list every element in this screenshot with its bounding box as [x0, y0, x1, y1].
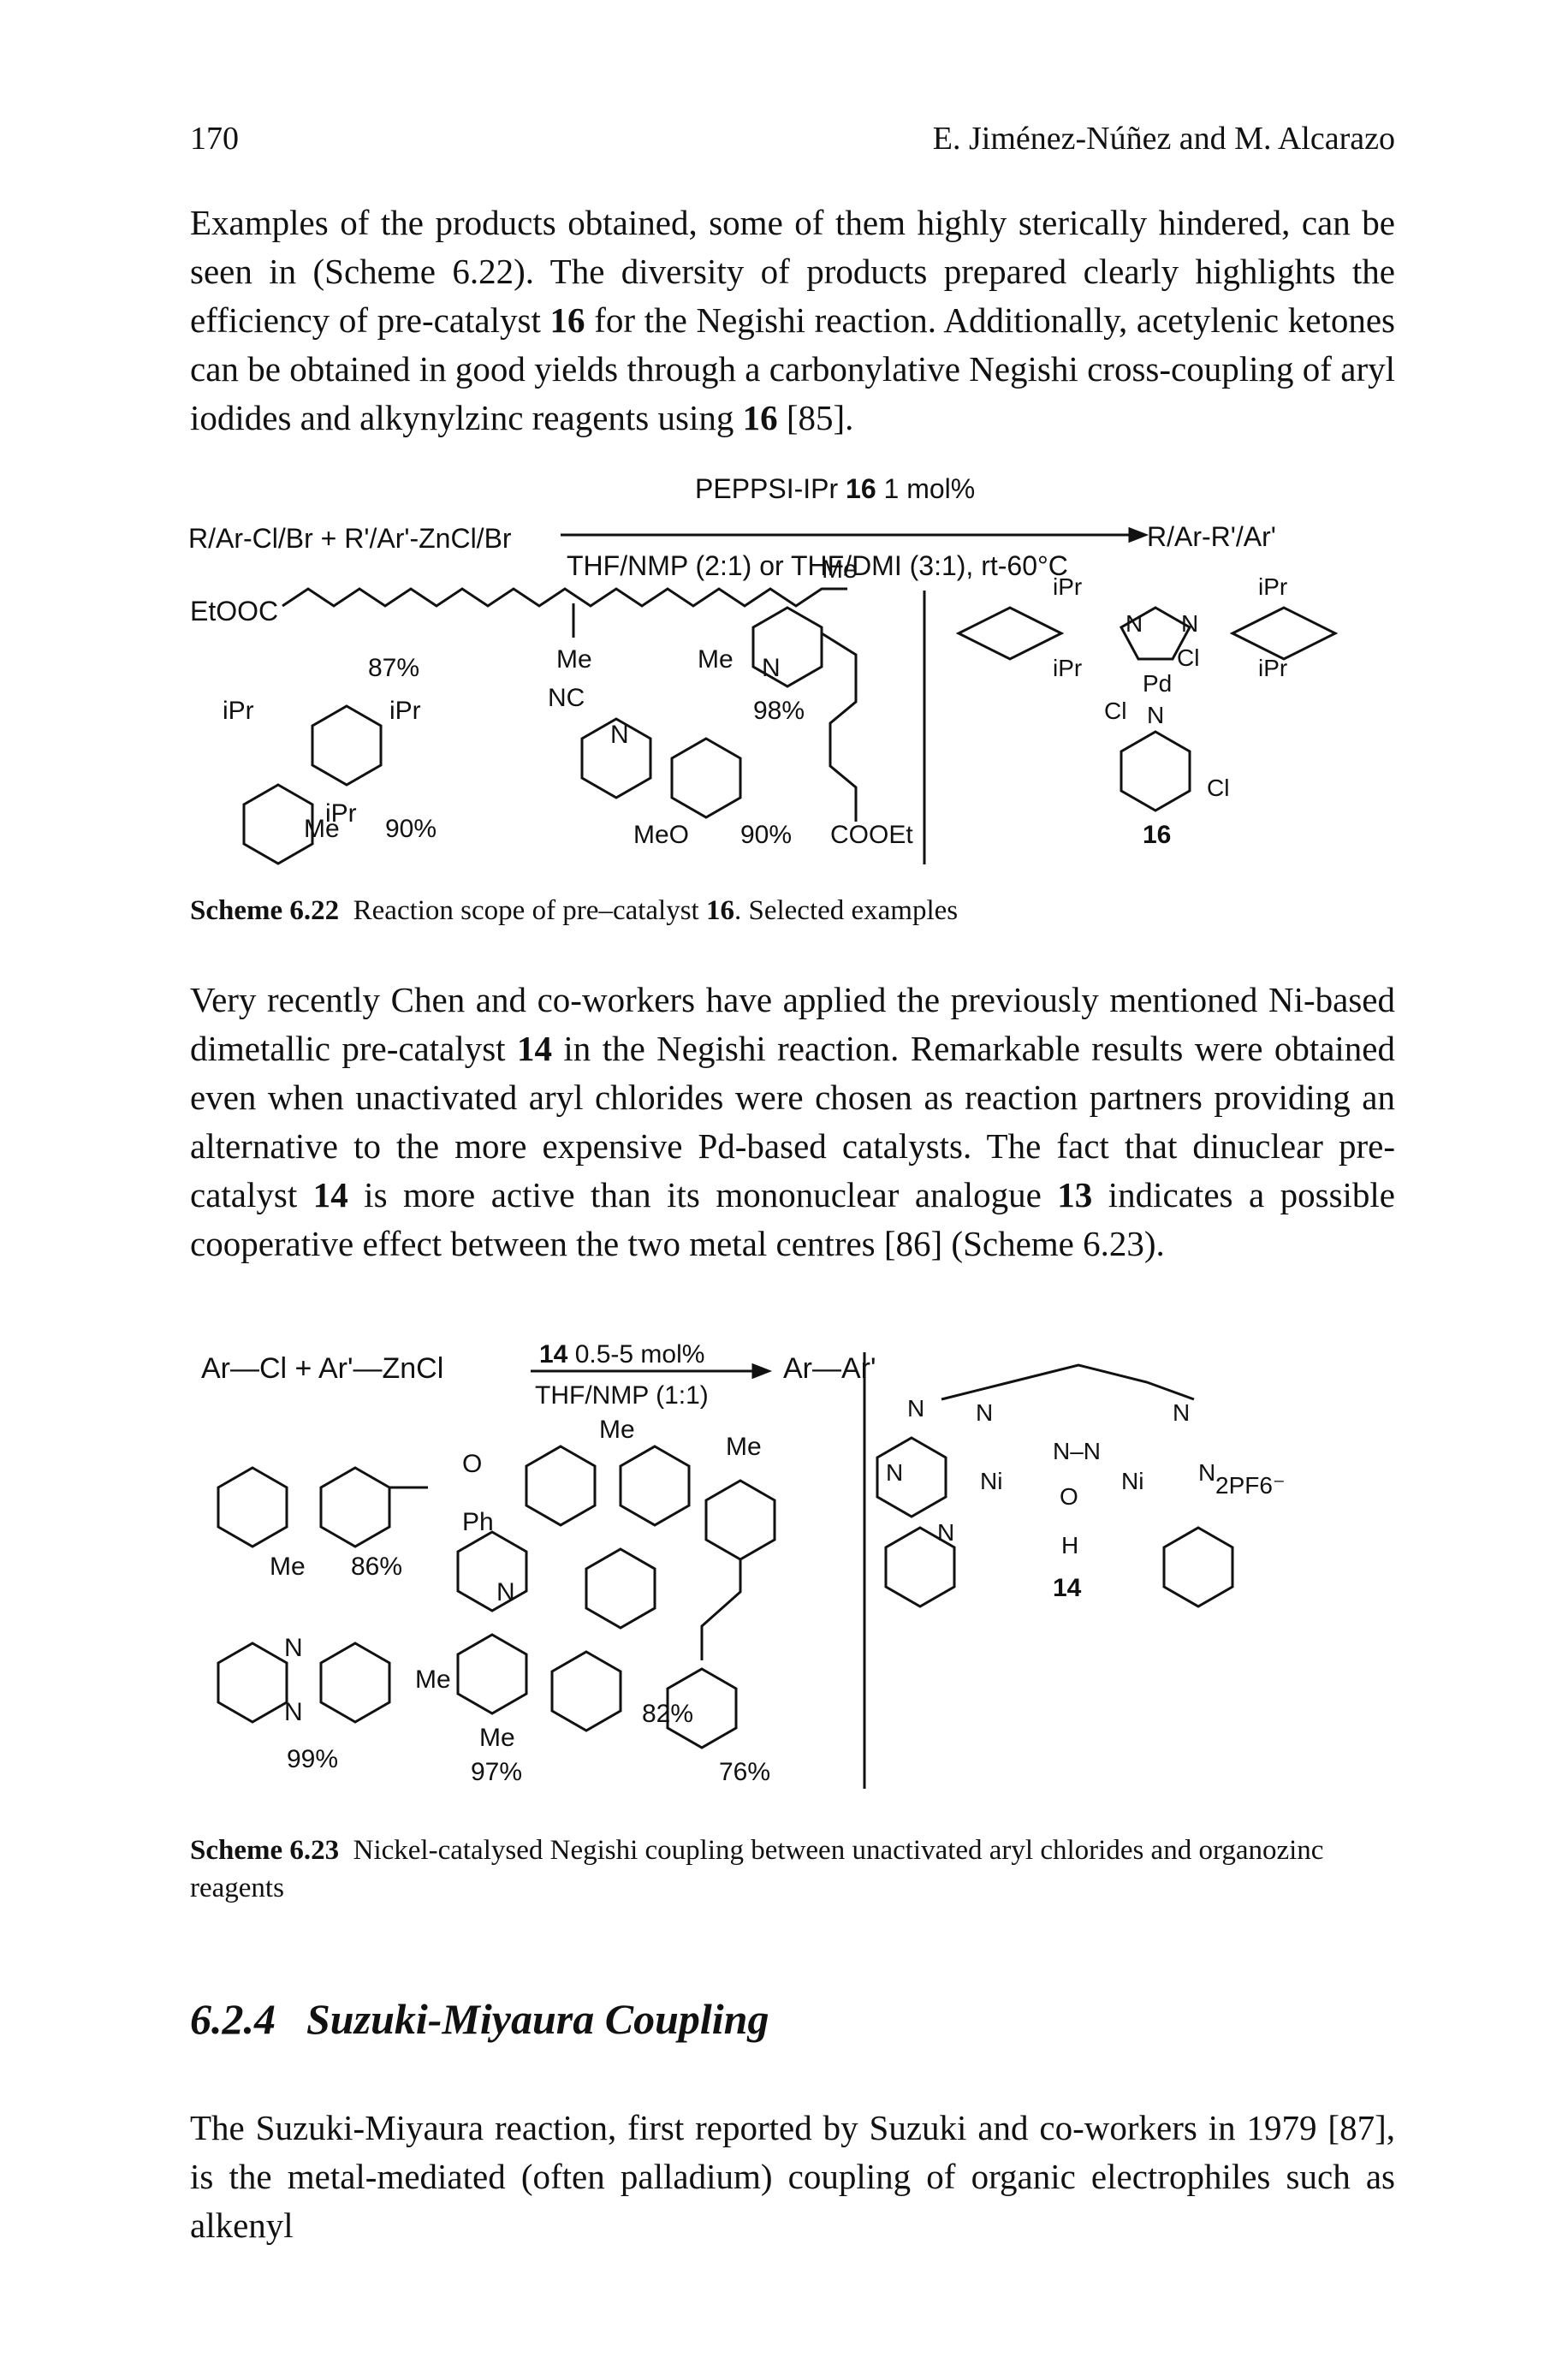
svg-text:Me: Me: [270, 1553, 306, 1581]
svg-text:Me: Me: [822, 555, 858, 584]
svg-text:N: N: [1126, 610, 1143, 637]
svg-text:COOEt: COOEt: [830, 821, 913, 849]
svg-text:O: O: [462, 1450, 482, 1478]
svg-text:97%: 97%: [471, 1758, 522, 1786]
page-number: 170: [190, 121, 239, 157]
svg-text:NC: NC: [548, 684, 585, 712]
svg-text:O: O: [1060, 1483, 1078, 1510]
scheme-6-22: R/Ar-Cl/Br + R'/Ar'-ZnCl/Br PEPPSI-IPr 1…: [188, 473, 1339, 865]
svg-text:iPr: iPr: [389, 697, 421, 725]
svg-text:N: N: [762, 654, 781, 682]
svg-text:Ph: Ph: [462, 1508, 494, 1536]
svg-text:Me: Me: [726, 1433, 762, 1461]
svg-text:N: N: [284, 1698, 303, 1726]
svg-text:90%: 90%: [740, 821, 792, 849]
reactants-text: Ar—Cl + Ar'—ZnCl: [201, 1352, 443, 1385]
svg-text:N: N: [284, 1634, 303, 1662]
caption-scheme-6-23: Scheme 6.23 Nickel-catalysed Negishi cou…: [190, 1835, 1324, 1903]
svg-text:iPr: iPr: [1258, 573, 1287, 600]
conditions-bottom: THF/NMP (2:1) or THF/DMI (3:1), rt-60°C: [567, 550, 1068, 581]
svg-text:iPr: iPr: [1053, 573, 1082, 600]
svg-text:98%: 98%: [753, 697, 805, 725]
paragraph-3: The Suzuki-Miyaura reaction, first repor…: [190, 2108, 1395, 2245]
svg-text:2PF6⁻: 2PF6⁻: [1215, 1472, 1286, 1499]
svg-text:Me: Me: [599, 1416, 635, 1444]
running-title: E. Jiménez-Núñez and M. Alcarazo: [932, 121, 1395, 157]
svg-text:Me: Me: [304, 815, 340, 843]
svg-text:Me: Me: [479, 1724, 515, 1752]
svg-text:Cl: Cl: [1207, 775, 1229, 801]
svg-text:N: N: [886, 1459, 903, 1486]
caption-scheme-6-22: Scheme 6.22 Reaction scope of pre–cataly…: [190, 895, 959, 926]
svg-text:Ni: Ni: [1121, 1468, 1143, 1494]
svg-text:H: H: [1061, 1532, 1078, 1559]
svg-text:Ni: Ni: [980, 1468, 1002, 1494]
svg-text:86%: 86%: [351, 1553, 402, 1581]
svg-text:N: N: [1181, 610, 1198, 637]
paragraph-1: Examples of the products obtained, some …: [190, 203, 1395, 437]
svg-text:Me: Me: [556, 645, 592, 674]
svg-text:Pd: Pd: [1143, 670, 1172, 697]
svg-text:14: 14: [1053, 1574, 1082, 1602]
svg-text:99%: 99%: [287, 1745, 338, 1773]
svg-text:90%: 90%: [385, 815, 437, 843]
svg-text:Me: Me: [415, 1665, 451, 1694]
svg-text:N: N: [1198, 1459, 1215, 1486]
svg-text:16: 16: [1143, 821, 1171, 849]
svg-text:87%: 87%: [368, 654, 419, 682]
svg-text:iPr: iPr: [325, 799, 357, 828]
svg-text:Me: Me: [698, 645, 734, 674]
reactants-text: R/Ar-Cl/Br + R'/Ar'-ZnCl/Br: [188, 523, 512, 554]
svg-text:N: N: [976, 1399, 993, 1426]
svg-text:N: N: [1147, 702, 1164, 728]
svg-text:N: N: [1173, 1399, 1190, 1426]
scheme-6-23: Ar—Cl + Ar'—ZnCl 14 0.5-5 mol% THF/NMP (…: [201, 1340, 1286, 1789]
svg-text:EtOOC: EtOOC: [190, 596, 278, 626]
svg-text:iPr: iPr: [1053, 655, 1082, 681]
paragraph-2: Very recently Chen and co-workers have a…: [190, 980, 1396, 1263]
product-text: R/Ar-R'/Ar': [1147, 521, 1276, 552]
svg-text:76%: 76%: [719, 1758, 770, 1786]
svg-text:N: N: [496, 1578, 515, 1606]
conditions-top: PEPPSI-IPr 16 1 mol%: [695, 473, 975, 504]
svg-text:MeO: MeO: [633, 821, 689, 849]
svg-text:N: N: [610, 721, 629, 749]
svg-text:N–N: N–N: [1053, 1438, 1101, 1464]
conditions-bottom: THF/NMP (1:1): [535, 1381, 709, 1410]
product-text: Ar—Ar': [783, 1352, 876, 1385]
svg-text:iPr: iPr: [223, 697, 254, 725]
svg-text:N: N: [907, 1395, 924, 1422]
svg-text:Cl: Cl: [1177, 644, 1199, 671]
svg-text:Cl: Cl: [1104, 698, 1126, 724]
conditions-top: 14 0.5-5 mol%: [539, 1340, 704, 1369]
